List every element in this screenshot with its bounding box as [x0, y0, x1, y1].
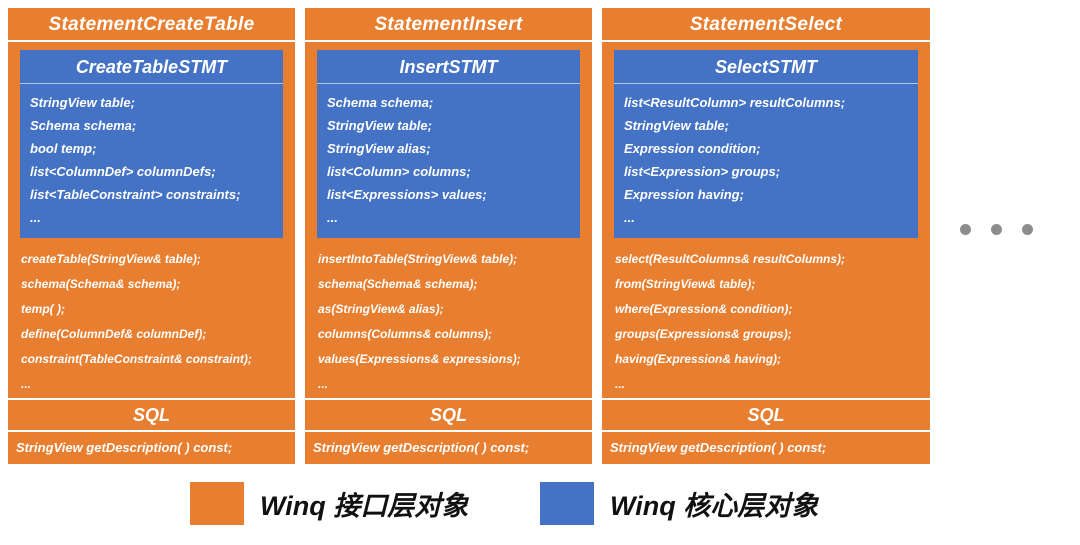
sql-section-header: SQL	[305, 398, 592, 432]
method: values(Expressions& expressions);	[318, 352, 521, 366]
sql-section-header: SQL	[602, 398, 930, 432]
card-title: StatementInsert	[305, 8, 592, 42]
method-list: select(ResultColumns& resultColumns); fr…	[602, 238, 930, 398]
method: createTable(StringView& table);	[21, 252, 201, 266]
stmt-field-ellipsis: ...	[327, 210, 338, 225]
method-list: insertIntoTable(StringView& table); sche…	[305, 238, 592, 398]
method: constraint(TableConstraint& constraint);	[21, 352, 252, 366]
method: where(Expression& condition);	[615, 302, 793, 316]
legend-item-interface-layer: Winq 接口层对象	[190, 481, 468, 525]
method: groups(Expressions& groups);	[615, 327, 792, 341]
method: schema(Schema& schema);	[21, 277, 181, 291]
class-card-statement-create-table: StatementCreateTable CreateTableSTMT Str…	[8, 8, 295, 464]
method: temp( );	[21, 302, 65, 316]
card-title: StatementSelect	[602, 8, 930, 42]
legend-label: Winq 接口层对象	[260, 490, 469, 521]
method-ellipsis: ...	[615, 377, 626, 391]
sql-method: StringView getDescription( ) const;	[16, 440, 233, 455]
stmt-field: bool temp;	[30, 141, 97, 156]
stmt-field-ellipsis: ...	[30, 210, 41, 225]
stmt-field: StringView table;	[624, 118, 729, 133]
stmt-title: CreateTableSTMT	[20, 50, 283, 84]
method: select(ResultColumns& resultColumns);	[615, 252, 846, 266]
legend: Winq 接口层对象 Winq 核心层对象	[0, 481, 1080, 525]
legend-label: Winq 核心层对象	[610, 490, 819, 521]
stmt-field: list<ResultColumn> resultColumns;	[624, 95, 846, 110]
sql-method: StringView getDescription( ) const;	[313, 440, 530, 455]
stmt-fields: list<ResultColumn> resultColumns; String…	[614, 84, 918, 229]
stmt-field: list<ColumnDef> columnDefs;	[30, 164, 216, 179]
stmt-field: list<Column> columns;	[327, 164, 471, 179]
stmt-field: Expression condition;	[624, 141, 761, 156]
blue-swatch	[540, 481, 594, 525]
card-title: StatementCreateTable	[8, 8, 295, 42]
core-stmt-box: CreateTableSTMT StringView table; Schema…	[20, 50, 283, 238]
legend-item-core-layer: Winq 核心层对象	[540, 481, 818, 525]
ellipsis-dot	[960, 224, 971, 235]
method-ellipsis: ...	[21, 377, 32, 391]
stmt-field-ellipsis: ...	[624, 210, 635, 225]
stmt-field: list<Expression> groups;	[624, 164, 781, 179]
method: having(Expression& having);	[615, 352, 782, 366]
method-ellipsis: ...	[318, 377, 329, 391]
stmt-field: Expression having;	[624, 187, 744, 202]
class-card-statement-select: StatementSelect SelectSTMT list<ResultCo…	[602, 8, 930, 464]
more-classes-ellipsis-icon	[960, 224, 1033, 235]
stmt-field: StringView table;	[327, 118, 432, 133]
method: as(StringView& alias);	[318, 302, 444, 316]
class-card-statement-insert: StatementInsert InsertSTMT Schema schema…	[305, 8, 592, 464]
stmt-field: Schema schema;	[327, 95, 434, 110]
ellipsis-dot	[991, 224, 1002, 235]
stmt-field: StringView alias;	[327, 141, 431, 156]
method-list: createTable(StringView& table); schema(S…	[8, 238, 295, 398]
ellipsis-dot	[1022, 224, 1033, 235]
stmt-fields: StringView table; Schema schema; bool te…	[20, 84, 283, 229]
stmt-field: Schema schema;	[30, 118, 137, 133]
core-stmt-box: SelectSTMT list<ResultColumn> resultColu…	[614, 50, 918, 238]
orange-swatch	[190, 481, 244, 525]
method: columns(Columns& columns);	[318, 327, 493, 341]
method: insertIntoTable(StringView& table);	[318, 252, 518, 266]
method: from(StringView& table);	[615, 277, 756, 291]
stmt-title: InsertSTMT	[317, 50, 580, 84]
method: define(ColumnDef& columnDef);	[21, 327, 207, 341]
stmt-title: SelectSTMT	[614, 50, 918, 84]
sql-section-header: SQL	[8, 398, 295, 432]
stmt-fields: Schema schema; StringView table; StringV…	[317, 84, 580, 229]
stmt-field: list<TableConstraint> constraints;	[30, 187, 241, 202]
stmt-field: list<Expressions> values;	[327, 187, 487, 202]
core-stmt-box: InsertSTMT Schema schema; StringView tab…	[317, 50, 580, 238]
method: schema(Schema& schema);	[318, 277, 478, 291]
sql-method: StringView getDescription( ) const;	[610, 440, 827, 455]
stmt-field: StringView table;	[30, 95, 135, 110]
